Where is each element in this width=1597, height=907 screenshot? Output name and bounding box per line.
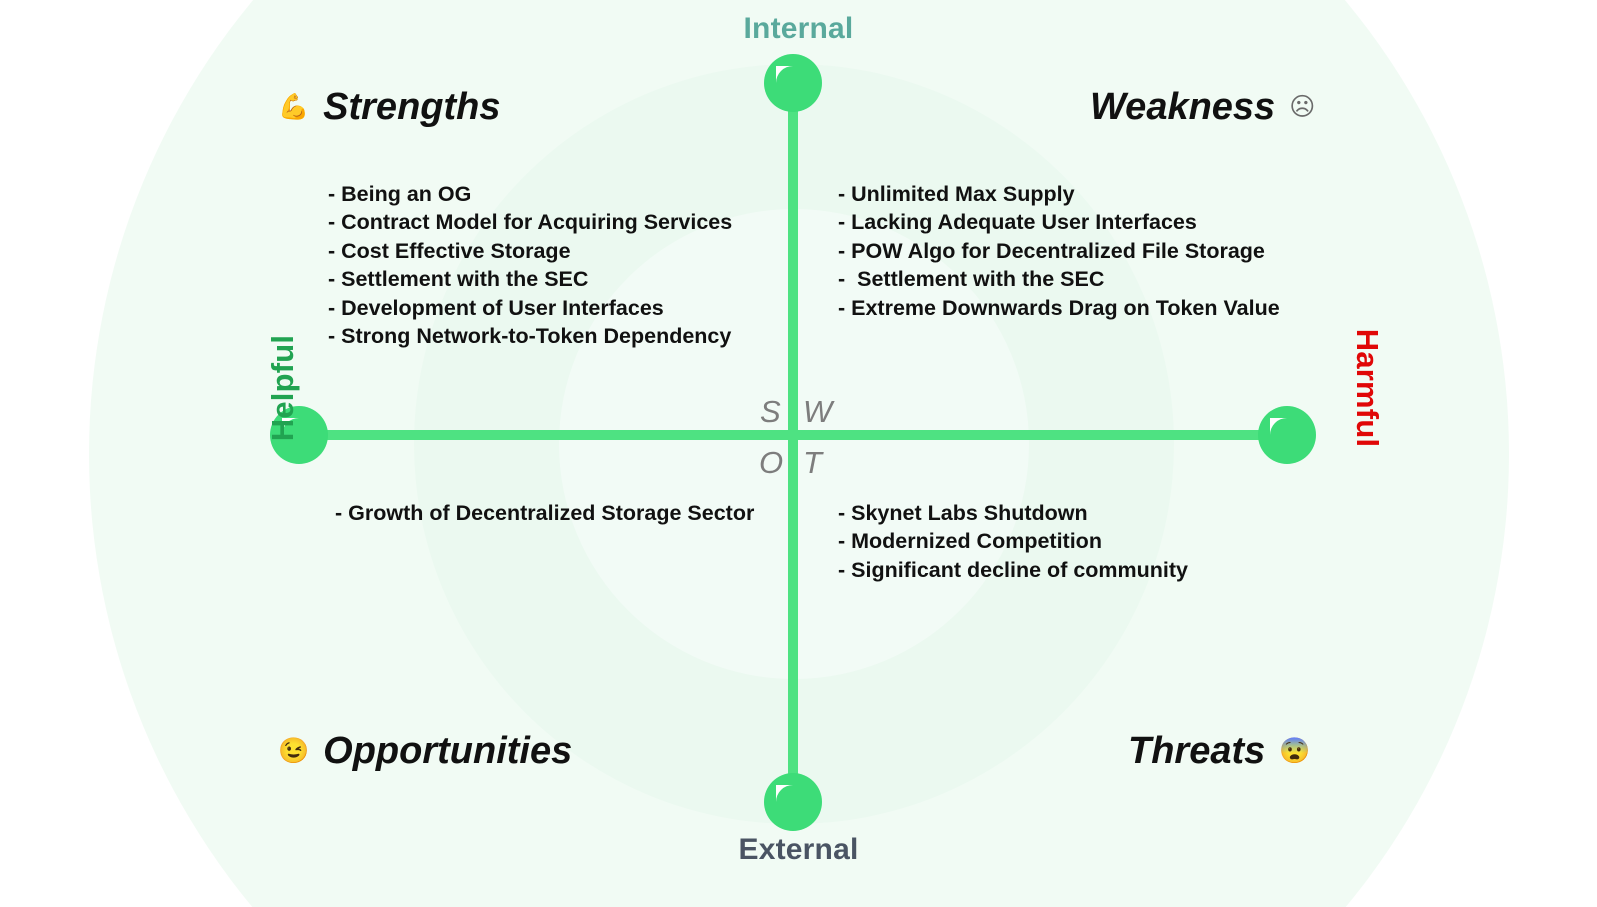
center-letter-w: W <box>803 394 833 429</box>
quadrant-title-strengths: 💪 Strengths <box>278 86 501 129</box>
quadrant-title-threats-label: Threats <box>1128 730 1266 772</box>
winking-face-icon: 😉 <box>278 737 310 765</box>
list-item: - Settlement with the SEC <box>838 267 1105 292</box>
sia-logo-icon-top <box>764 54 822 112</box>
sia-logo-icon-left <box>270 406 328 464</box>
list-item: - Lacking Adequate User Interfaces <box>838 210 1197 235</box>
quadrant-title-opportunities-label: Opportunities <box>323 730 573 772</box>
flexed-biceps-icon: 💪 <box>278 93 310 121</box>
quadrant-title-opportunities: 😉 Opportunities <box>278 730 572 773</box>
quadrant-list-weakness: - Unlimited Max Supply - Lacking Adequate… <box>838 180 1280 322</box>
list-item: - Unlimited Max Supply <box>838 182 1075 206</box>
quadrant-list-opportunities: - Growth of Decentralized Storage Sector <box>335 499 754 527</box>
quadrant-title-threats: Threats 😨 <box>1128 730 1310 773</box>
list-item: - Significant decline of community <box>838 557 1189 582</box>
quadrant-list-threats: - Skynet Labs Shutdown - Modernized Compe… <box>838 499 1188 584</box>
axis-label-helpful: Helpful <box>265 334 300 442</box>
list-item: - Skynet Labs Shutdown <box>838 501 1088 525</box>
quadrant-title-weakness: Weakness ☹ <box>1090 86 1315 129</box>
list-item: - Extreme Downwards Drag on Token Value <box>838 295 1280 320</box>
axis-label-harmful: Harmful <box>1350 328 1385 448</box>
sia-logo-icon-right <box>1258 406 1316 464</box>
vertical-axis-line <box>788 84 798 804</box>
center-letter-t: T <box>803 445 822 480</box>
fearful-face-icon: 😨 <box>1279 737 1311 765</box>
frowning-face-icon: ☹ <box>1289 93 1316 121</box>
quadrant-title-weakness-label: Weakness <box>1090 86 1276 128</box>
list-item: - Being an OG <box>328 182 472 206</box>
center-letter-o: O <box>759 445 784 480</box>
sia-logo-icon-bottom <box>764 773 822 831</box>
list-item: - POW Algo for Decentralized File Storag… <box>838 238 1265 263</box>
list-item: - Modernized Competition <box>838 529 1102 554</box>
list-item: - Growth of Decentralized Storage Sector <box>335 501 755 525</box>
quadrant-list-strengths: - Being an OG - Contract Model for Acquir… <box>328 180 732 350</box>
list-item: - Settlement with the SEC <box>328 267 589 292</box>
quadrant-title-strengths-label: Strengths <box>323 86 501 128</box>
center-letter-s: S <box>760 394 781 429</box>
list-item: - Strong Network-to-Token Dependency <box>328 324 732 349</box>
list-item: - Contract Model for Acquiring Services <box>328 210 733 235</box>
axis-label-internal: Internal <box>743 12 854 45</box>
axis-label-external: External <box>738 833 859 866</box>
list-item: - Development of User Interfaces <box>328 295 664 320</box>
horizontal-axis-line <box>298 430 1288 440</box>
list-item: - Cost Effective Storage <box>328 238 571 263</box>
